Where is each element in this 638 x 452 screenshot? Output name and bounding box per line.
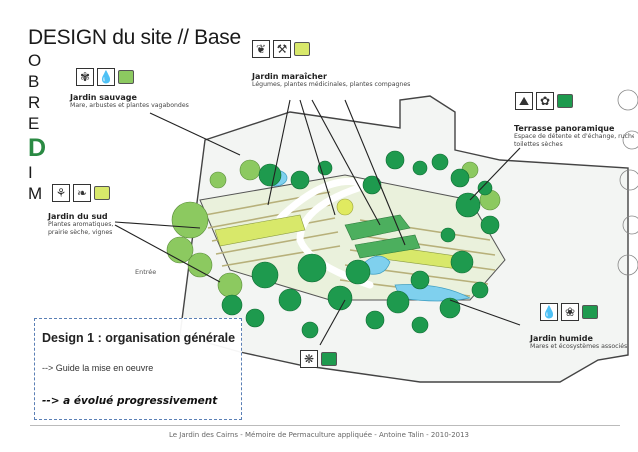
- vertical-acronym: O B R E D I M: [28, 50, 48, 204]
- frog-icon: ❀: [561, 303, 579, 321]
- water-drop-icon: 💧: [97, 68, 115, 86]
- tools-icon: ⚒: [273, 40, 291, 58]
- bee-icon: ✿: [536, 92, 554, 110]
- edge-trees: [617, 89, 638, 276]
- entrance-label: Entrée: [135, 268, 157, 276]
- acronym-letter: M: [28, 184, 43, 203]
- wild-plant-icon: ✾: [76, 68, 94, 86]
- label-jardin-sauvage: Jardin sauvage Mare, arbustes et plantes…: [70, 93, 189, 109]
- design-heading: Design 1 : organisation générale: [42, 331, 236, 345]
- acronym-letter: E: [28, 114, 40, 133]
- design-guide-note: --> Guide la mise en oeuvre: [42, 363, 154, 373]
- shovel-icon: ⚘: [52, 184, 70, 202]
- humide-icons: 💧 ❀: [540, 303, 598, 321]
- yellow-tree: [336, 198, 354, 216]
- footer-text: Le Jardin des Cairns - Mémoire de Permac…: [168, 431, 470, 439]
- verger-icons: ❋: [300, 350, 337, 368]
- maraicher-icons: ❦ ⚒: [252, 40, 310, 58]
- fruit-tree-icon: ❋: [300, 350, 318, 368]
- harvest-icon: ❧: [73, 184, 91, 202]
- vegetable-icon: ❦: [252, 40, 270, 58]
- acronym-letter: R: [28, 93, 41, 112]
- footer-divider: [30, 425, 620, 426]
- water-drop-icon: 💧: [540, 303, 558, 321]
- terrasse-icons: ⛰ ✿: [515, 92, 573, 110]
- label-jardin-sud: Jardin du sud Plantes aromatiques, prair…: [48, 212, 114, 236]
- leader-lines: [114, 99, 521, 346]
- design-evolution-note: --> a évolué progressivement: [42, 395, 218, 407]
- acronym-letter: B: [28, 72, 40, 91]
- acronym-letter: O: [28, 51, 42, 70]
- dark-green-swatch: [582, 305, 598, 319]
- label-terrasse: Terrasse panoramique Espace de détente e…: [514, 124, 634, 148]
- label-jardin-maraicher: Jardin maraîcher Légumes, plantes médici…: [252, 72, 411, 88]
- design-note-box: Design 1 : organisation générale --> Gui…: [34, 318, 242, 420]
- landscape-icon: ⛰: [515, 92, 533, 110]
- sud-icons: ⚘ ❧: [52, 184, 110, 202]
- light-green-swatch: [118, 70, 134, 84]
- dark-green-swatch: [557, 94, 573, 108]
- page-title: DESIGN du site // Base: [28, 26, 241, 49]
- dark-green-swatch: [321, 352, 337, 366]
- acronym-letter-highlight: D: [28, 134, 47, 162]
- acronym-letter: I: [28, 163, 33, 182]
- label-jardin-humide: Jardin humide Mares et écosystèmes assoc…: [530, 334, 628, 350]
- yellow-green-swatch: [94, 186, 110, 200]
- sauvage-icons: ✾ 💧: [76, 68, 134, 86]
- yellow-green-swatch: [294, 42, 310, 56]
